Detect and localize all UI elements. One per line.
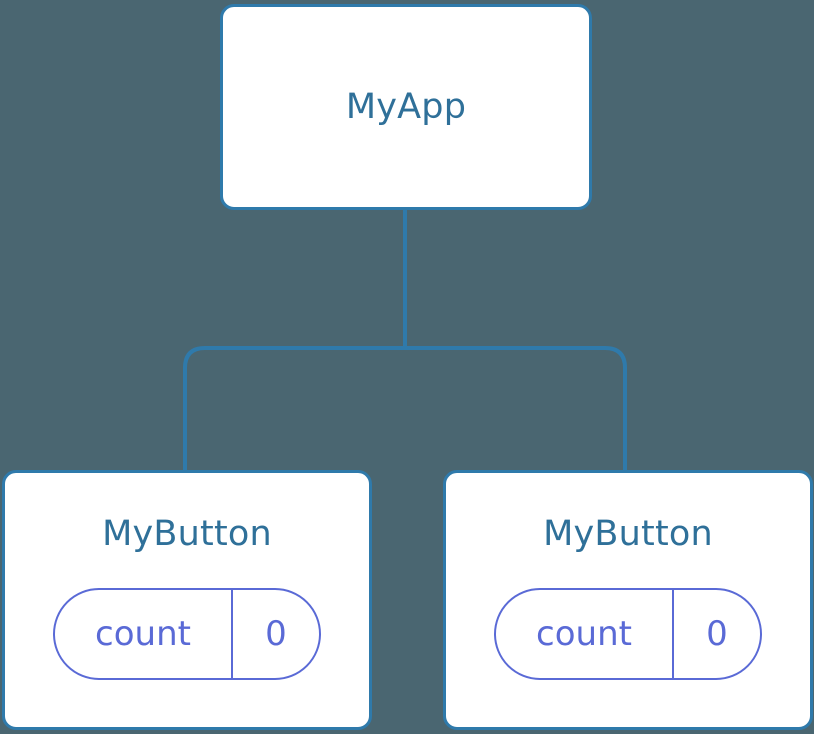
state-badge[interactable]: count 0 xyxy=(53,588,321,680)
tree-node-child-right[interactable]: MyButton count 0 xyxy=(443,470,813,730)
connector-to-left-child xyxy=(183,346,405,470)
node-title: MyApp xyxy=(345,86,467,127)
connector-to-right-child xyxy=(405,346,627,470)
state-key: count xyxy=(95,614,191,654)
state-value: 0 xyxy=(672,590,760,678)
state-value: 0 xyxy=(231,590,319,678)
tree-node-root[interactable]: MyApp xyxy=(220,4,592,210)
tree-node-child-left[interactable]: MyButton count 0 xyxy=(2,470,372,730)
state-key: count xyxy=(536,614,632,654)
state-badge[interactable]: count 0 xyxy=(494,588,762,680)
node-title: MyButton xyxy=(543,514,713,554)
node-title: MyButton xyxy=(102,514,272,554)
